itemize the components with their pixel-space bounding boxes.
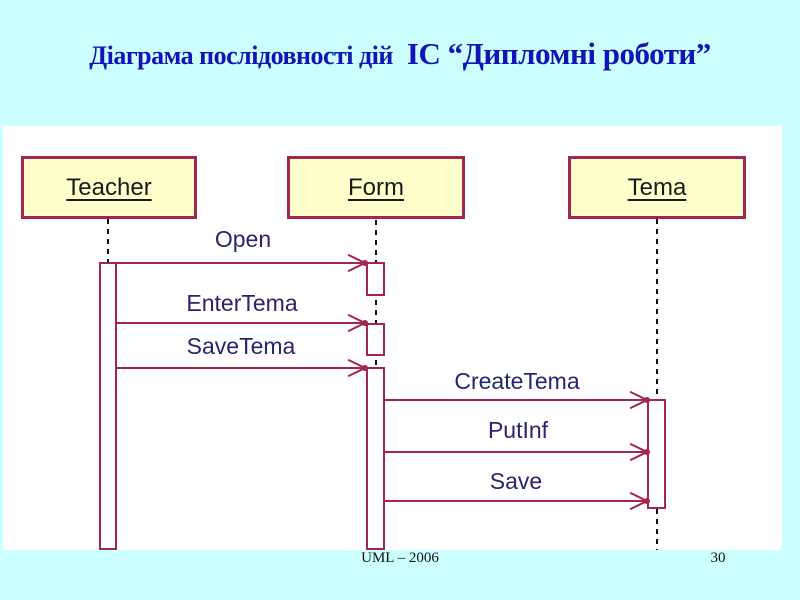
page-number: 30	[710, 550, 726, 566]
actor-box-form: Form	[287, 156, 465, 219]
arrow-tip-dot	[362, 320, 368, 326]
page-title: Діаграма послідовності дій ІС “Дипломні …	[0, 36, 800, 72]
actor-name-form: Form	[348, 173, 404, 201]
message-label-createtema: CreateTema	[454, 368, 580, 394]
message-label-savetema: SaveTema	[186, 333, 296, 359]
activation-bar-tema	[647, 399, 666, 509]
message-line-save	[384, 500, 647, 502]
sequence-diagram-canvas: Teacher Form Tema Open EnterTema SaveTem…	[3, 126, 782, 550]
arrow-tip-dot	[644, 397, 650, 403]
activation-bar-teacher	[99, 262, 117, 550]
message-line-open	[117, 262, 365, 264]
lifeline-tema	[656, 219, 658, 550]
activation-bar-form-enter	[366, 323, 385, 356]
title-space	[397, 41, 403, 70]
activation-bar-form-open	[366, 262, 385, 296]
message-label-putinf: PutInf	[487, 417, 549, 443]
activation-bar-form-save	[366, 367, 385, 550]
actor-box-teacher: Teacher	[21, 156, 197, 219]
arrow-tip-dot	[644, 449, 650, 455]
actor-name-tema: Tema	[627, 173, 687, 201]
message-line-entertema	[117, 322, 365, 324]
footer-text: UML – 2006	[361, 550, 439, 566]
message-label-save: Save	[489, 468, 543, 494]
arrow-tip-dot	[362, 260, 368, 266]
arrow-tip-dot	[362, 365, 368, 371]
title-part-1: Діаграма послідовності дій	[89, 41, 393, 70]
actor-box-tema: Tema	[568, 156, 746, 219]
message-line-putinf	[384, 451, 647, 453]
message-label-open: Open	[214, 226, 272, 252]
message-line-createtema	[384, 399, 647, 401]
message-label-entertema: EnterTema	[186, 290, 298, 316]
actor-name-teacher: Teacher	[66, 173, 152, 201]
arrow-tip-dot	[644, 498, 650, 504]
message-line-savetema	[117, 367, 365, 369]
title-part-2: ІС “Дипломні роботи”	[406, 36, 711, 71]
